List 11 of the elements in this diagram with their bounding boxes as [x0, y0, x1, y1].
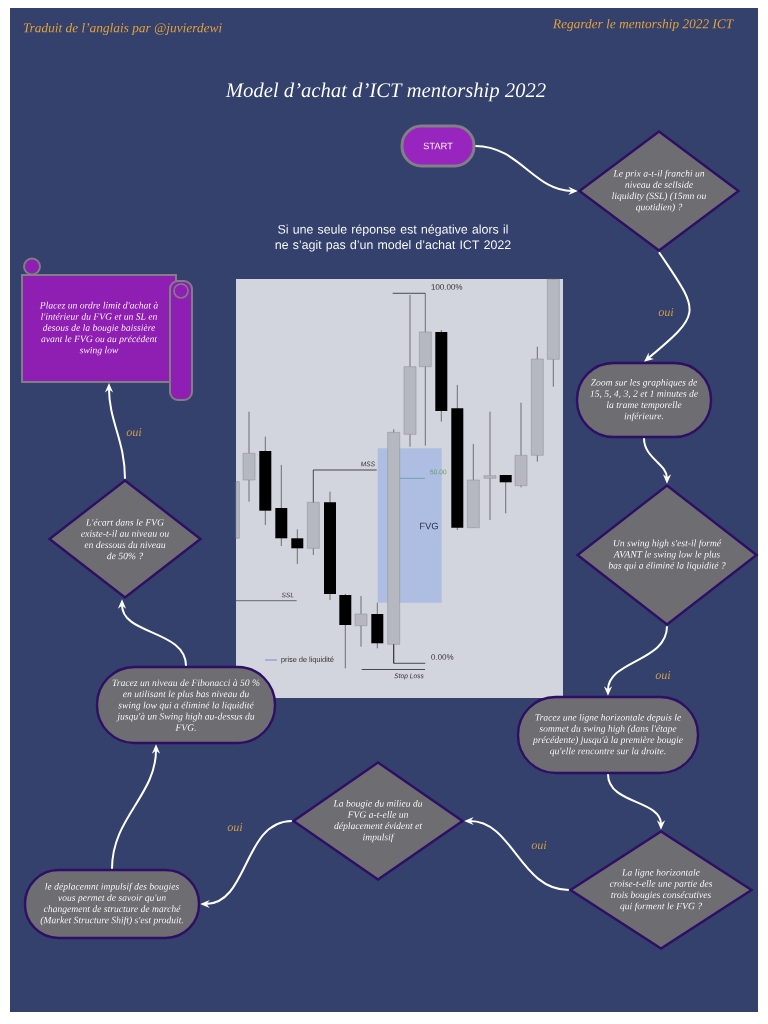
edge-label: oui: [125, 426, 143, 438]
edge-label: oui: [226, 821, 244, 833]
credit-text: Traduit de l’anglais par @juvierdewi: [23, 22, 222, 36]
title: Model d’achat d’ICT mentorship 2022: [225, 82, 546, 102]
edge-label: oui: [530, 839, 548, 851]
arrow: [644, 251, 691, 362]
edge-label: oui: [654, 669, 672, 681]
note-text: Si une seule réponse est négative alors il ne s’agit pas d’un model d’achat ICT 2022: [275, 224, 511, 252]
note-text: Regarder le mentorship 2022 ICT: [552, 18, 734, 32]
edge-label: oui: [657, 306, 675, 318]
scroll-banner: Placez un ordre limit d'achat à l'intérieur du FVG et un SL en desous de la bougie baissière avant le FVG ou au précédent swing low: [21, 257, 193, 401]
